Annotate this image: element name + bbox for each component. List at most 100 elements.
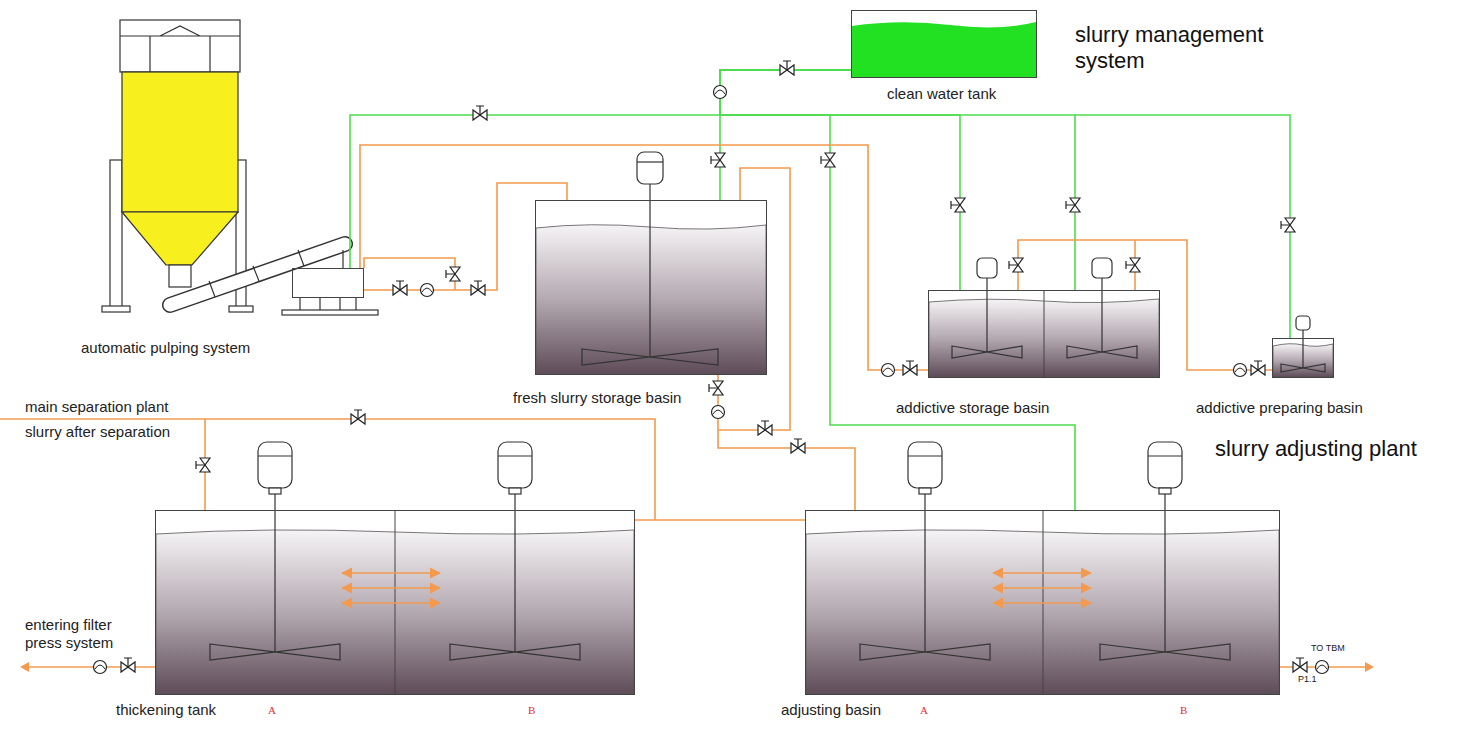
agitator: [908, 442, 942, 488]
agitator: [498, 442, 532, 488]
valve-symbol: [1066, 198, 1080, 212]
agitator: [919, 488, 931, 494]
silo-body: [122, 212, 238, 265]
pump-symbol: [1234, 364, 1247, 377]
agitator: [498, 455, 532, 456]
agitator: [1159, 488, 1171, 494]
slurry-liquid: [156, 225, 1333, 694]
plant-label: slurry adjusting plant: [1215, 436, 1417, 462]
water-pipe: [720, 70, 851, 200]
slurry-pipe: [20, 662, 29, 672]
storage-basin: addictive storage basin: [928, 290, 1160, 378]
valve-symbol: [1251, 361, 1265, 375]
preparing-basin: addictive preparing basin: [1272, 338, 1334, 378]
pump-symbol: [421, 284, 434, 297]
agitator: [258, 455, 292, 456]
water-pipe: [720, 70, 960, 290]
pump-symbol: [714, 86, 727, 99]
plant-label: entering filter press system: [25, 616, 143, 652]
silo-frame: [120, 20, 240, 72]
pump-symbol: [94, 661, 107, 674]
slurry-pipe: [0, 419, 655, 520]
pump-symbol: [94, 86, 1329, 674]
transfer-arrow: [993, 572, 1091, 574]
agitator: [258, 442, 292, 488]
silo-legs: [110, 160, 122, 308]
silo-legs: [229, 306, 253, 312]
compartment-letter: A: [268, 704, 276, 717]
silo-body: [122, 72, 238, 265]
compartment-letter: A: [920, 704, 928, 717]
slurry-pipe: [360, 145, 928, 370]
transfer-arrow: [342, 573, 1091, 603]
valve-symbol: [1293, 658, 1307, 672]
slurry-pipe: [635, 519, 805, 521]
valve-symbol: [1281, 218, 1295, 232]
clean-water: [852, 22, 1036, 77]
mixer-stand: [300, 298, 356, 310]
transfer-arrow: [993, 587, 1091, 589]
agitator: [509, 488, 521, 494]
agitator: [637, 152, 663, 184]
silo-legs: [102, 306, 130, 312]
valve-symbol: [121, 658, 135, 672]
plant-label: main separation plant: [25, 398, 168, 416]
node-label: thickening tank: [116, 701, 216, 719]
valve-symbol: [446, 267, 460, 281]
valve-symbol: [709, 381, 723, 395]
agitator: [1281, 330, 1325, 372]
adjusting-basin: adjusting basin: [805, 510, 1280, 695]
agitator: [1100, 494, 1230, 660]
valve-symbol: [473, 106, 487, 120]
node-label: addictive storage basin: [896, 399, 1049, 417]
slurry-pipe: [28, 666, 155, 668]
plant-label: TO TBM: [1311, 643, 1345, 654]
agitator: [1148, 442, 1182, 488]
plant-label: P1.1: [1298, 674, 1317, 685]
slurry-pipe: [718, 375, 855, 510]
valve-symbol: [711, 153, 725, 167]
water-pipe: [350, 70, 851, 268]
pump-symbol: [1316, 661, 1329, 674]
node-label: fresh slurry storage basin: [513, 389, 681, 407]
tank-divider: [395, 290, 1044, 695]
node-label: adjusting basin: [781, 701, 881, 719]
silo-frame: [120, 26, 240, 72]
compartment-letter: B: [528, 704, 535, 717]
valve-symbol: [791, 439, 805, 453]
transfer-arrow: [342, 572, 440, 574]
mixer-stand: [282, 298, 378, 315]
valve-symbol: [393, 281, 407, 295]
screw-conveyor: [170, 244, 345, 305]
valve-symbol: [351, 410, 365, 424]
agitator: [210, 152, 1325, 660]
screw-conveyor: [170, 244, 345, 305]
slurry-pipe: [1365, 662, 1374, 672]
agitator: [1148, 455, 1182, 456]
mixing-hopper: automatic pulping system: [292, 268, 364, 298]
agitator: [582, 184, 718, 365]
transfer-arrow: [993, 602, 1091, 604]
pump-symbol: [712, 406, 725, 419]
silo-outlet: [169, 265, 191, 287]
valve-symbol: [780, 61, 794, 75]
valve-symbol: [196, 458, 210, 472]
slurry-pipe: [1018, 240, 1272, 370]
silo-body: [122, 72, 238, 212]
agitator: [1296, 316, 1310, 330]
valve-symbol: [903, 361, 917, 375]
valve-symbol: [1126, 258, 1140, 272]
valve-symbol: [471, 281, 485, 295]
compartment-letter: B: [1180, 704, 1187, 717]
tank-divider: [395, 290, 1044, 695]
agitator: [977, 258, 997, 278]
agitator: [1092, 258, 1112, 278]
screw-conveyor: [209, 250, 343, 297]
silo-frame: [120, 20, 240, 72]
transfer-arrow: [342, 602, 440, 604]
agitator: [637, 161, 663, 162]
thickening-tank: thickening tank: [155, 510, 635, 695]
valve-symbol: [821, 153, 835, 167]
agitator: [860, 494, 990, 660]
